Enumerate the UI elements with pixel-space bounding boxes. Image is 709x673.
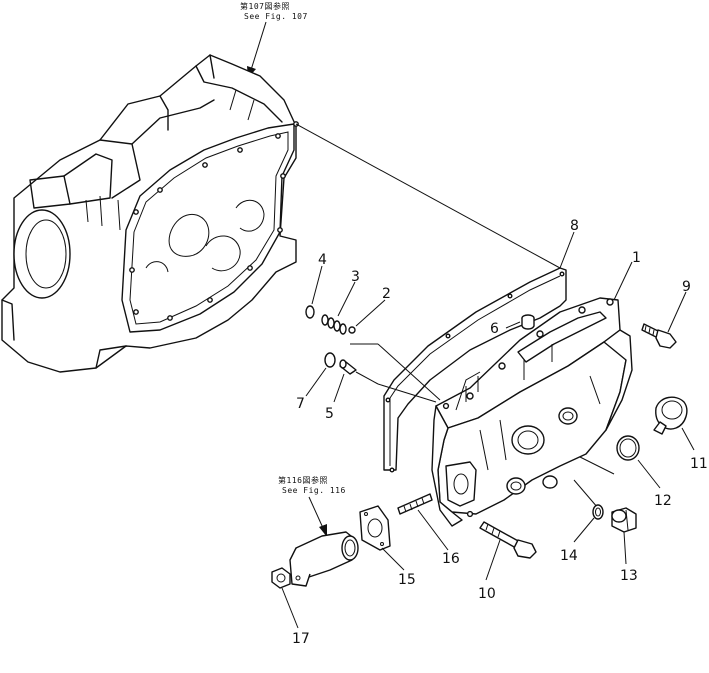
callout-13: 13 (620, 568, 638, 584)
part-12-oring (616, 435, 640, 461)
callout-15: 15 (398, 572, 416, 588)
callout-8: 8 (570, 218, 579, 234)
part-4-ring (305, 305, 315, 319)
part-5-dowel-pin (339, 359, 357, 375)
part-10-bolt (479, 521, 537, 559)
reference-note-fig-116-en: See Fig. 116 (282, 486, 346, 495)
reference-note-fig-116: 第116図参照 See Fig. 116 (278, 475, 346, 537)
part-13-plug (611, 507, 637, 533)
gasket (383, 267, 567, 473)
reference-note-fig-107-jp: 第107図参照 (240, 1, 290, 11)
callout-17: 17 (292, 631, 310, 647)
callout-11: 11 (690, 456, 708, 472)
leader-lines (281, 231, 695, 629)
part-17-nut (271, 567, 291, 589)
callout-14: 14 (560, 548, 578, 564)
callout-4: 4 (318, 252, 327, 268)
callout-numbers: 1 2 3 4 5 6 7 8 9 10 11 12 13 14 15 16 1… (292, 218, 708, 647)
callout-9: 9 (682, 279, 691, 295)
part-11-oil-filler-cap (653, 396, 688, 435)
part-15-gasket (359, 505, 391, 551)
reference-note-fig-116-jp: 第116図参照 (278, 475, 328, 485)
part-16-stud (397, 493, 433, 515)
callout-10: 10 (478, 586, 496, 602)
callout-2: 2 (382, 286, 391, 302)
callout-7: 7 (296, 396, 305, 412)
part-3-spring (321, 314, 347, 335)
callout-5: 5 (325, 406, 334, 422)
callout-16: 16 (442, 551, 460, 567)
callout-12: 12 (654, 493, 672, 509)
part-7-oring (324, 352, 336, 368)
transmission-housing (1, 54, 299, 373)
part-9-bolt (641, 323, 677, 349)
part-6-breather-cap (521, 314, 535, 330)
part-2-oring (348, 326, 356, 334)
water-outlet-connector (289, 531, 359, 587)
callout-3: 3 (351, 269, 360, 285)
reference-note-fig-107-en: See Fig. 107 (244, 12, 308, 21)
reference-note-fig-107: 第107図参照 See Fig. 107 (240, 1, 308, 78)
part-14-washer (592, 504, 604, 520)
callout-6: 6 (490, 321, 499, 337)
callout-1: 1 (632, 250, 641, 266)
front-cover (431, 297, 633, 527)
